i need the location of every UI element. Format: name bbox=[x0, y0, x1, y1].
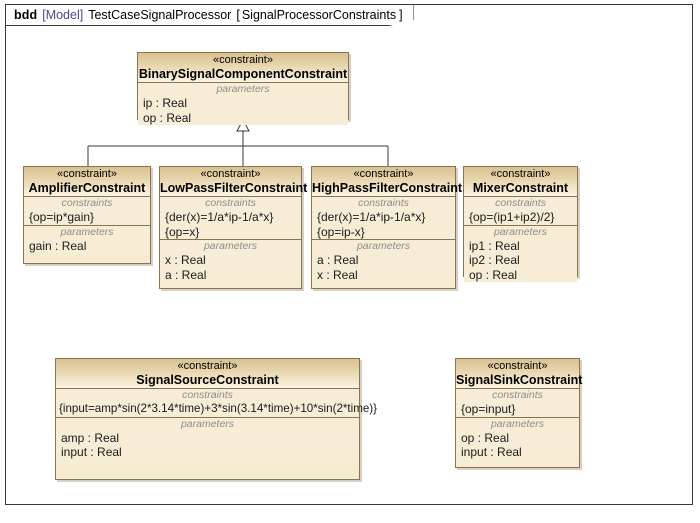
parameter-item: a : Real bbox=[317, 253, 359, 267]
block-binary-signal-component-constraint[interactable]: «constraint» BinarySignalComponentConstr… bbox=[137, 52, 349, 125]
constraints-compartment: constraints {input=amp*sin(2*3.14*time)+… bbox=[56, 389, 378, 418]
block-name: MixerConstraint bbox=[472, 181, 569, 195]
parameter-item: x : Real bbox=[317, 267, 358, 282]
block-name: SignalSourceConstraint bbox=[136, 373, 279, 387]
parameters-compartment: parameters op : Real input : Real bbox=[456, 417, 579, 460]
block-header: «constraint» AmplifierConstraint bbox=[24, 167, 150, 197]
parameter-item: op : Real bbox=[461, 430, 510, 445]
parameter-item: op : Real bbox=[469, 267, 518, 282]
constraint-item: {der(x)=1/a*ip-1/a*x} bbox=[317, 210, 426, 224]
parameter-item: input : Real bbox=[461, 445, 522, 459]
parameters-compartment: parameters ip : Real op : Real bbox=[138, 83, 348, 125]
block-stereotype: «constraint» bbox=[200, 168, 261, 180]
constraints-label: constraints bbox=[492, 389, 543, 401]
block-header: «constraint» MixerConstraint bbox=[464, 167, 577, 197]
diagram-scope-name: SignalProcessorConstraints bbox=[241, 8, 397, 22]
diagram-bracket-close: ] bbox=[399, 8, 403, 22]
block-high-pass-filter-constraint[interactable]: «constraint» HighPassFilterConstraint co… bbox=[311, 166, 463, 289]
block-stereotype: «constraint» bbox=[353, 168, 414, 180]
block-name: AmplifierConstraint bbox=[28, 181, 146, 195]
constraints-compartment: constraints {op=ip*gain} bbox=[24, 197, 150, 226]
parameter-item: a : Real bbox=[165, 267, 207, 282]
parameters-label: parameters bbox=[493, 225, 548, 238]
parameters-compartment: parameters x : Real a : Real bbox=[160, 240, 301, 282]
parameters-compartment: parameters gain : Real bbox=[24, 225, 150, 253]
parameter-item: ip2 : Real bbox=[469, 253, 520, 267]
block-stereotype: «constraint» bbox=[490, 168, 551, 180]
constraint-item: {input=amp*sin(2*3.14*time)+3*sin(3.14*t… bbox=[59, 402, 378, 415]
parameters-label: parameters bbox=[203, 240, 258, 252]
parameter-item: ip : Real bbox=[143, 96, 188, 110]
diagram-bracket-open: [ bbox=[236, 8, 240, 22]
block-stereotype: «constraint» bbox=[213, 54, 273, 66]
parameters-compartment: parameters amp : Real input : Real bbox=[56, 417, 359, 460]
diagram-name: TestCaseSignalProcessor bbox=[88, 8, 232, 22]
constraints-label: constraints bbox=[205, 197, 256, 209]
parameters-label: parameters bbox=[216, 83, 270, 95]
block-header: «constraint» SignalSinkConstraint bbox=[456, 359, 583, 389]
block-name: HighPassFilterConstraint bbox=[312, 181, 463, 195]
block-name: LowPassFilterConstraint bbox=[160, 181, 308, 195]
block-header: «constraint» BinarySignalComponentConstr… bbox=[138, 53, 348, 83]
diagram-model-ref: [Model] bbox=[42, 8, 84, 22]
diagram-kind-label: bdd bbox=[14, 8, 38, 22]
parameters-compartment: parameters a : Real x : Real bbox=[312, 240, 455, 282]
parameters-label: parameters bbox=[490, 417, 545, 430]
block-name: BinarySignalComponentConstraint bbox=[138, 67, 348, 81]
diagram-header-tab[interactable]: bdd [Model] TestCaseSignalProcessor [ Si… bbox=[5, 4, 414, 26]
constraint-item: {op=(ip1+ip2)/2} bbox=[469, 210, 555, 224]
block-stereotype: «constraint» bbox=[487, 360, 548, 372]
parameter-item: amp : Real bbox=[61, 430, 120, 445]
block-stereotype: «constraint» bbox=[177, 360, 238, 372]
constraint-item: {op=x} bbox=[165, 224, 200, 239]
block-header: «constraint» LowPassFilterConstraint bbox=[160, 167, 308, 197]
constraint-item: {der(x)=1/a*ip-1/a*x} bbox=[165, 210, 274, 224]
parameter-item: gain : Real bbox=[29, 238, 87, 253]
block-signal-sink-constraint[interactable]: «constraint» SignalSinkConstraint constr… bbox=[455, 358, 583, 468]
constraints-label: constraints bbox=[495, 197, 546, 209]
constraints-label: constraints bbox=[182, 389, 233, 401]
parameters-label: parameters bbox=[60, 225, 114, 238]
block-header: «constraint» SignalSourceConstraint bbox=[56, 359, 359, 389]
parameter-item: ip1 : Real bbox=[469, 238, 520, 253]
block-amplifier-constraint[interactable]: «constraint» AmplifierConstraint constra… bbox=[23, 166, 151, 264]
constraints-label: constraints bbox=[61, 197, 113, 209]
block-name: SignalSinkConstraint bbox=[456, 373, 583, 387]
constraints-label: constraints bbox=[358, 197, 409, 209]
block-stereotype: «constraint» bbox=[57, 168, 117, 180]
parameters-label: parameters bbox=[356, 240, 411, 252]
block-signal-source-constraint[interactable]: «constraint» SignalSourceConstraint cons… bbox=[55, 358, 378, 480]
constraint-item: {op=input} bbox=[461, 402, 516, 416]
constraint-item: {op=ip*gain} bbox=[29, 210, 95, 224]
constraints-compartment: constraints {op=(ip1+ip2)/2} bbox=[464, 197, 577, 226]
parameters-label: parameters bbox=[180, 417, 235, 430]
constraints-compartment: constraints {der(x)=1/a*ip-1/a*x} {op=ip… bbox=[312, 197, 455, 240]
parameter-item: op : Real bbox=[143, 110, 192, 125]
parameter-item: x : Real bbox=[165, 253, 206, 267]
constraints-compartment: constraints {op=input} bbox=[456, 389, 579, 418]
constraint-item: {op=ip-x} bbox=[317, 224, 365, 239]
block-low-pass-filter-constraint[interactable]: «constraint» LowPassFilterConstraint con… bbox=[159, 166, 308, 289]
block-mixer-constraint[interactable]: «constraint» MixerConstraint constraints… bbox=[463, 166, 578, 282]
parameters-compartment: parameters ip1 : Real ip2 : Real op : Re… bbox=[464, 225, 577, 282]
block-header: «constraint» HighPassFilterConstraint bbox=[312, 167, 463, 197]
constraints-compartment: constraints {der(x)=1/a*ip-1/a*x} {op=x} bbox=[160, 197, 301, 240]
parameter-item: input : Real bbox=[61, 445, 122, 459]
